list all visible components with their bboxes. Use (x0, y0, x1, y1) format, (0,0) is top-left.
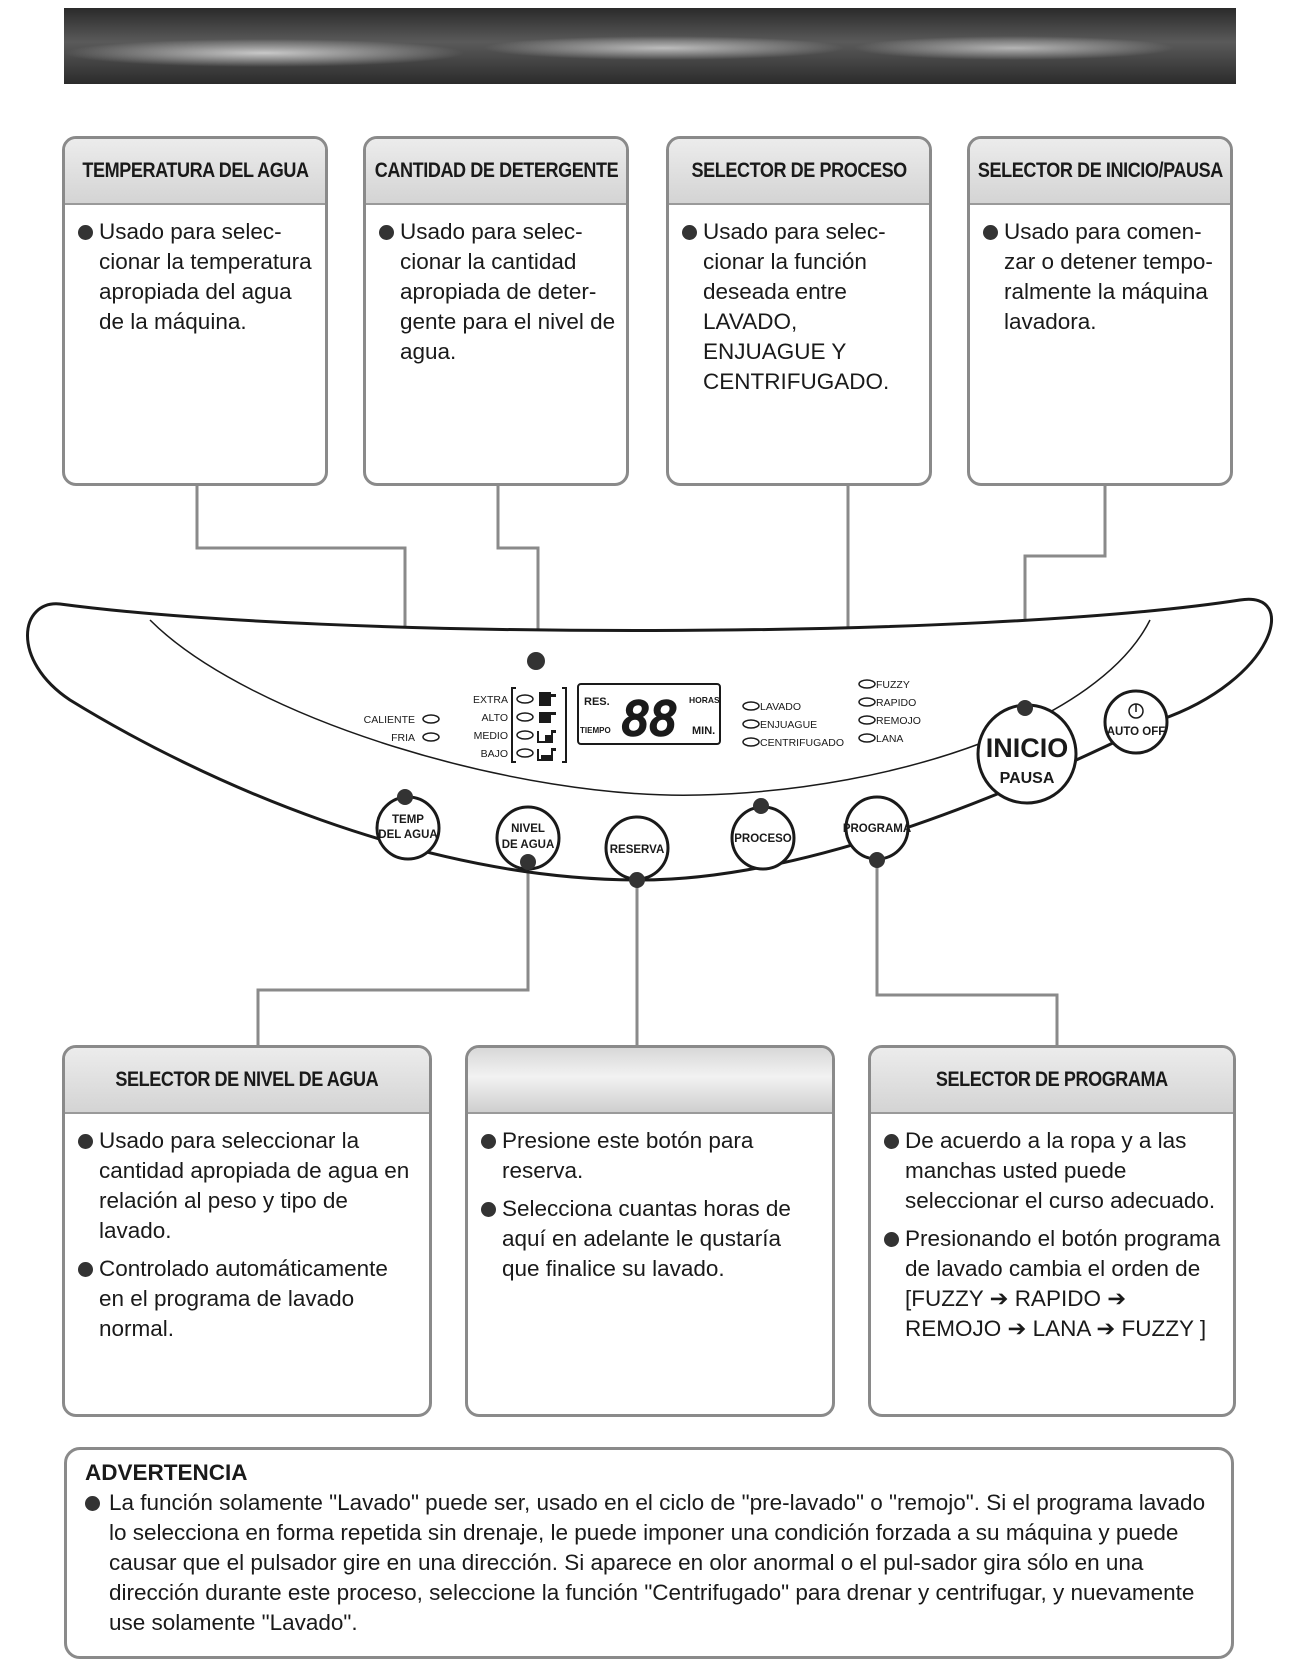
box-bullet: Usado para seleccionar la cantidad aprop… (75, 1126, 419, 1246)
auto-off-button[interactable]: AUTO OFF (1103, 689, 1169, 755)
process-label-enjuague: ENJUAGUE (760, 719, 817, 731)
program-indicator-lana (858, 733, 876, 743)
level-indicator-medio (516, 730, 534, 740)
box-process-selector: SELECTOR DE PROCESO Usado para selec-cio… (666, 136, 932, 486)
temp-button[interactable]: TEMP DEL AGUA (375, 795, 441, 861)
process-indicator-enjuague (742, 719, 760, 729)
box-reserve: Presione este botón para reserva. Selecc… (465, 1045, 835, 1417)
nivel-button-label-1: NIVEL (511, 823, 545, 835)
box-bullet: Presione este botón para reserva. (478, 1126, 822, 1186)
nivel-button-label-2: DE AGUA (502, 839, 555, 851)
process-indicator-lavado (742, 701, 760, 711)
program-label-remojo: REMOJO (876, 715, 921, 727)
temp-label-fria: FRIA (391, 732, 415, 744)
program-label-rapido: RAPIDO (876, 697, 916, 709)
box-title: SELECTOR DE PROCESO (669, 139, 929, 205)
start-pause-button[interactable]: INICIO PAUSA (976, 703, 1078, 805)
display-digits: 88 (622, 692, 677, 746)
box-start-pause-selector: SELECTOR DE INICIO/PAUSA Usado para come… (967, 136, 1233, 486)
water-level-connector-line (256, 860, 530, 1045)
warning-text: La función solamente "Lavado" puede ser,… (85, 1488, 1213, 1638)
header-banner (64, 8, 1236, 84)
box-program-selector: SELECTOR DE PROGRAMA De acuerdo a la rop… (868, 1045, 1236, 1417)
box-text: Usado para selec-cionar la función desea… (679, 217, 919, 397)
panel-inner-contour (149, 619, 1151, 796)
proceso-button-label: PROCESO (734, 833, 792, 845)
level-indicator-alto (516, 712, 534, 722)
programa-button-label: PROGRAMA (843, 823, 911, 835)
warning-box: ADVERTENCIA La función solamente "Lavado… (64, 1447, 1234, 1659)
box-title-blank (468, 1048, 832, 1114)
detergent-connector-line (496, 486, 540, 660)
level-indicator-bajo (516, 748, 534, 758)
start-connector-dot (1017, 700, 1033, 716)
level-label-extra: EXTRA (473, 694, 508, 706)
reserva-button-label: RESERVA (610, 844, 665, 856)
box-text: Usado para comen-zar o detener tempo-ral… (980, 217, 1220, 337)
level-label-alto: ALTO (482, 712, 508, 724)
reserve-button[interactable]: RESERVA (604, 815, 670, 881)
box-title: CANTIDAD DE DETERGENTE (366, 139, 626, 205)
program-indicator-fuzzy (858, 679, 876, 689)
program-indicator-remojo (858, 715, 876, 725)
box-bullet: Presionando el botón programa de lavado … (881, 1224, 1223, 1344)
process-indicator-centrifugado (742, 737, 760, 747)
box-water-level-selector: SELECTOR DE NIVEL DE AGUA Usado para sel… (62, 1045, 432, 1417)
nivel-connector-dot (520, 854, 536, 870)
program-label-lana: LANA (876, 733, 903, 745)
level-bracket (511, 687, 567, 763)
program-label-fuzzy: FUZZY (876, 679, 910, 691)
program-connector-dot (869, 852, 885, 868)
display-tiempo-label: TIEMPO (580, 726, 611, 735)
level-label-medio: MEDIO (474, 730, 508, 742)
display-horas-label: HORAS (689, 695, 720, 705)
box-bullet: Controlado automáticamente en el program… (75, 1254, 419, 1344)
box-detergent-amount: CANTIDAD DE DETERGENTE Usado para selec-… (363, 136, 629, 486)
reserve-connector-dot (629, 872, 645, 888)
inicio-button-label: INICIO (986, 733, 1069, 763)
process-label-lavado: LAVADO (760, 701, 801, 713)
display-res-label: RES. (584, 696, 610, 708)
program-indicator-rapido (858, 697, 876, 707)
program-connector-line (875, 858, 1059, 1045)
box-text: Usado para selec-cionar la cantidad apro… (376, 217, 616, 367)
auto-off-button-label: AUTO OFF (1107, 726, 1166, 738)
detergent-connector-dot (527, 652, 545, 670)
detergent-cup-icons (537, 692, 556, 761)
box-bullet: Selecciona cuantas horas de aquí en adel… (478, 1194, 822, 1284)
box-title: SELECTOR DE NIVEL DE AGUA (65, 1048, 429, 1114)
process-connector-dot (753, 798, 769, 814)
box-title: SELECTOR DE PROGRAMA (871, 1048, 1233, 1114)
program-button[interactable]: PROGRAMA (843, 795, 911, 861)
box-title: TEMPERATURA DEL AGUA (65, 139, 325, 205)
display-min-label: MIN. (692, 725, 715, 737)
temp-connector-dot (397, 789, 413, 805)
temp-button-label-1: TEMP (392, 814, 424, 826)
box-title: SELECTOR DE INICIO/PAUSA (970, 139, 1230, 205)
temp-indicator-fria (422, 732, 440, 742)
level-label-bajo: BAJO (481, 748, 508, 760)
warning-title: ADVERTENCIA (85, 1460, 248, 1485)
box-water-temperature: TEMPERATURA DEL AGUA Usado para selec-ci… (62, 136, 328, 486)
process-label-centrifugado: CENTRIFUGADO (760, 737, 844, 749)
lcd-display (577, 683, 721, 745)
level-indicator-extra (516, 694, 534, 704)
pausa-button-label: PAUSA (1000, 770, 1055, 787)
box-bullet: De acuerdo a la ropa y a las manchas ust… (881, 1126, 1223, 1216)
temp-indicator-caliente (422, 714, 440, 724)
process-button[interactable]: PROCESO (730, 805, 796, 871)
box-text: Usado para selec-cionar la temperatura a… (75, 217, 315, 337)
temp-button-label-2: DEL AGUA (378, 829, 437, 841)
temp-label-caliente: CALIENTE (364, 714, 415, 726)
